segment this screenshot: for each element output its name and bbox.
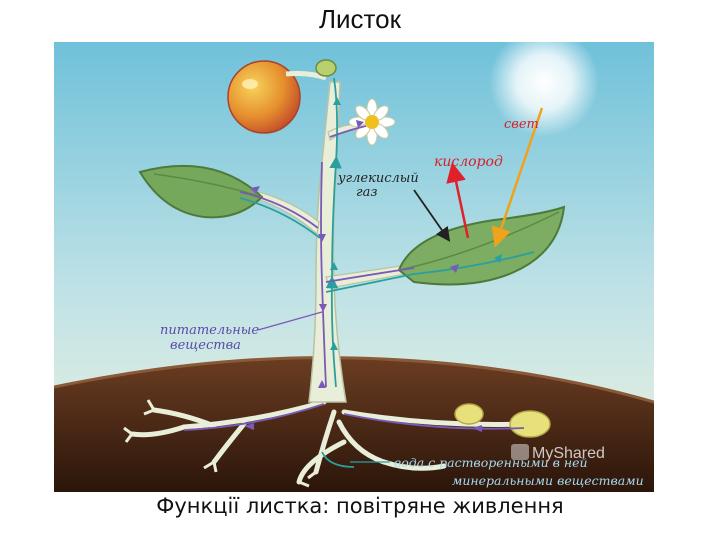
co2-label-line2: газ [356,185,377,200]
watermark-text: MyShared [532,445,605,462]
flow-arrowheads [244,97,502,432]
watermark: MyShared [511,444,605,462]
nutrients-label-line2: вещества [170,338,241,353]
light-label: свет [504,117,539,132]
daisy-flower [348,98,396,146]
roots [129,399,527,485]
sun [489,27,599,137]
water-label-line1: вода с растворенными в ней [394,455,588,470]
transport-flows [183,77,535,468]
water-label-line2: минеральными веществами [452,473,644,488]
bud [315,59,337,77]
apple-fruit [227,60,301,134]
plant-diagram: свет кислород углекислый газ питательные… [53,27,655,492]
tuber [509,410,551,438]
nutrients-pointer [257,311,323,331]
slide-title: Листок [318,4,402,34]
nutrients-label-line1: питательные [160,323,259,338]
co2-arrow [413,189,451,242]
light-arrow [491,107,544,248]
soil-ground [54,357,654,492]
slide-caption: Функції листка: повітряне живлення [156,494,564,518]
oxygen-arrow [446,162,470,239]
oxygen-label: кислород [434,154,503,170]
plant-illustration: свет кислород углекислый газ питательные… [53,27,655,492]
tuber [454,403,484,425]
left-leaf [138,164,264,219]
co2-label-line1: углекислый [337,171,419,186]
